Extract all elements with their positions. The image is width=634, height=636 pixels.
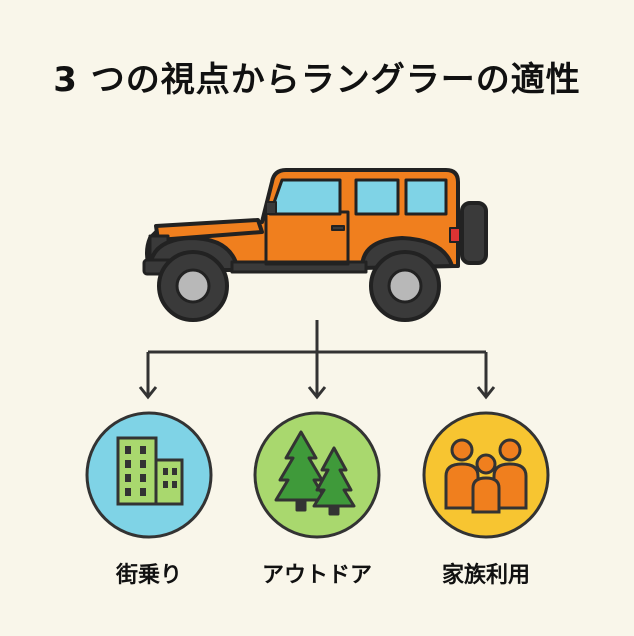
jeep-wrangler-icon <box>142 168 488 322</box>
category-label-outdoor: アウトドア <box>261 563 372 588</box>
city-circle <box>85 411 213 539</box>
pine-trees-icon <box>274 430 356 516</box>
outdoor-circle <box>253 411 381 539</box>
family-icon <box>444 438 528 514</box>
family-circle <box>422 411 550 539</box>
connector-arrows <box>138 320 496 400</box>
category-label-city: 街乗り <box>115 563 182 588</box>
city-buildings-icon <box>116 436 184 506</box>
category-label-family: 家族利用 <box>441 563 530 588</box>
page-title: 3 つの視点からラングラーの適性 <box>53 60 581 100</box>
